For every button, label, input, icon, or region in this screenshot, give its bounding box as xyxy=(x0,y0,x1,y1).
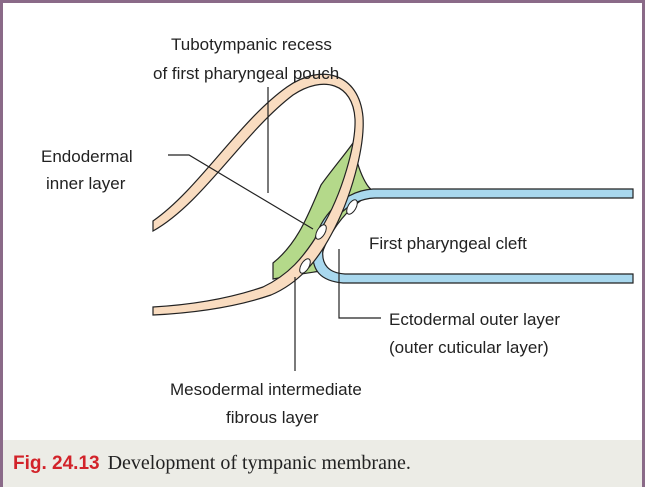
label-mesoderm-line1: Mesodermal intermediate xyxy=(170,380,362,399)
label-endoderm-line2: inner layer xyxy=(46,174,126,193)
mesoderm-layer xyxy=(273,143,376,279)
figure-number: Fig. 24.13 xyxy=(13,453,100,475)
label-ectoderm-line2: (outer cuticular layer) xyxy=(389,338,549,357)
label-mesoderm-line2: fibrous layer xyxy=(226,408,319,427)
label-endoderm-line1: Endodermal xyxy=(41,147,133,166)
label-recess-line1: Tubotympanic recess xyxy=(171,35,332,54)
tympanic-membrane-diagram: Tubotympanic recess of first pharyngeal … xyxy=(3,3,645,443)
label-ectoderm-line1: Ectodermal outer layer xyxy=(389,310,560,329)
figure-caption-text: Development of tympanic membrane. xyxy=(108,452,411,475)
label-recess-line2: of first pharyngeal pouch xyxy=(153,64,339,83)
figure-caption: Fig. 24.13 Development of tympanic membr… xyxy=(3,440,642,487)
label-cleft: First pharyngeal cleft xyxy=(369,234,527,253)
